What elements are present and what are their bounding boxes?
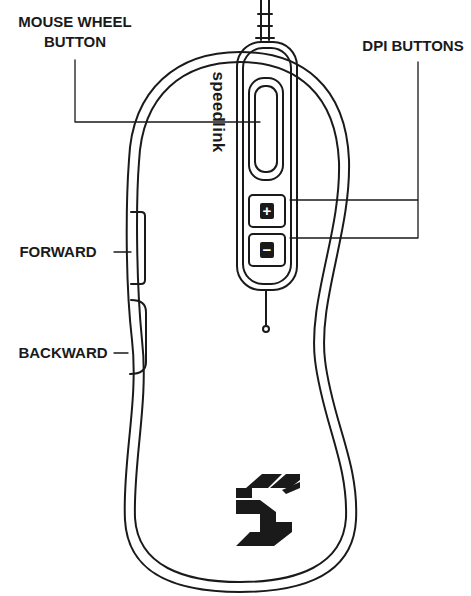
center-strip — [237, 42, 297, 290]
part-label: BACKWARD — [18, 343, 107, 363]
mouse-wheel — [249, 78, 283, 180]
dpi-button: − — [248, 233, 286, 267]
leader-line — [114, 352, 128, 353]
brand-logo — [236, 474, 300, 546]
leader-line — [75, 60, 260, 122]
dpi-button: + — [248, 194, 286, 228]
leader-line — [290, 62, 418, 238]
cable — [261, 0, 269, 40]
part-label: FORWARD — [19, 242, 96, 262]
seam-line — [265, 290, 267, 326]
center-strip-inner — [243, 48, 291, 284]
leader-line — [114, 251, 131, 252]
mouse-wheel-inner — [255, 86, 277, 172]
part-label: MOUSE WHEEL BUTTON — [5, 12, 145, 51]
mouse-body — [125, 52, 357, 592]
forward-button — [131, 212, 145, 284]
button-symbol: + — [260, 203, 275, 219]
cable-strain-relief — [256, 14, 274, 38]
backward-button — [130, 300, 146, 374]
part-label: DPI BUTTONS — [362, 36, 463, 56]
button-symbol: − — [260, 242, 275, 258]
seam-dot — [263, 326, 269, 332]
mouse-body-inner — [135, 62, 346, 582]
brand-text: speedlink — [207, 71, 229, 152]
